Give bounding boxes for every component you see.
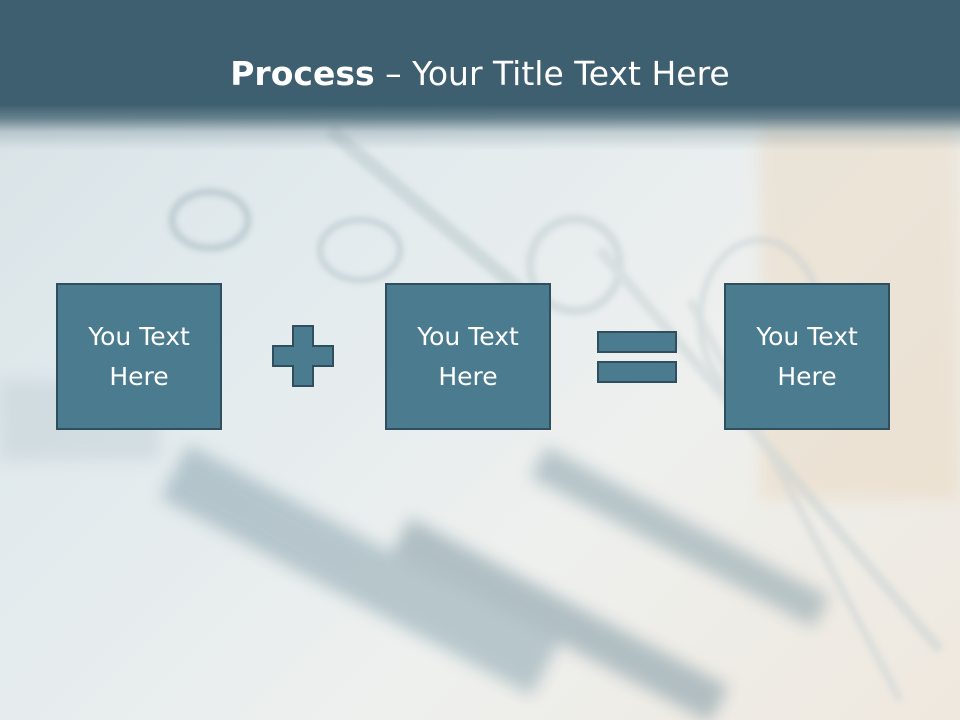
process-box-2-label: You Text Here xyxy=(417,321,519,391)
process-box-2[interactable]: You Text Here xyxy=(385,283,551,430)
title-bar: Process – Your Title Text Here xyxy=(0,0,960,150)
title-bold-part: Process xyxy=(230,54,375,93)
process-box-1-label: You Text Here xyxy=(88,321,190,391)
equals-icon xyxy=(597,331,677,383)
slide-title: Process – Your Title Text Here xyxy=(0,52,960,96)
title-rest-part: – Your Title Text Here xyxy=(374,54,730,93)
process-box-3[interactable]: You Text Here xyxy=(724,283,890,430)
process-box-3-label: You Text Here xyxy=(756,321,858,391)
plus-icon xyxy=(272,325,334,387)
process-box-1[interactable]: You Text Here xyxy=(56,283,222,430)
